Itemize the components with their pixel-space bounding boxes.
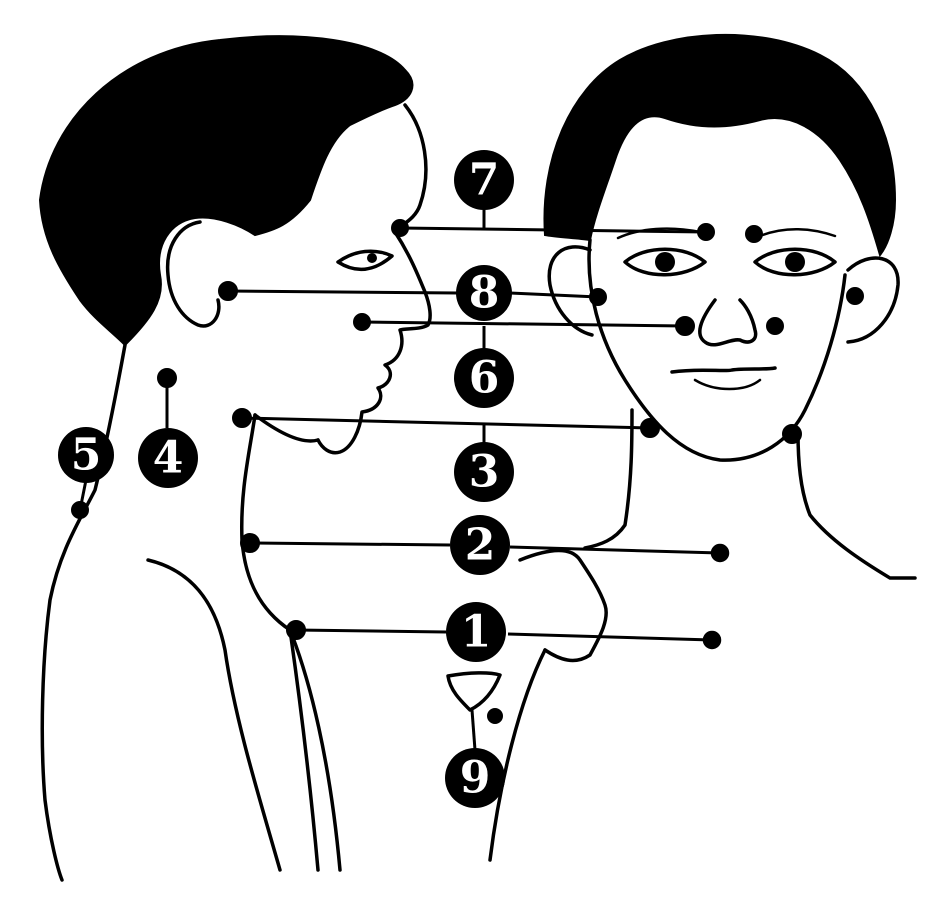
point-8-left bbox=[218, 281, 238, 301]
profile-face-outline bbox=[316, 103, 432, 455]
front-lower-lip bbox=[693, 378, 762, 391]
leader-8-left bbox=[227, 289, 459, 295]
front-face-outline bbox=[587, 238, 847, 462]
badge-7-label: 7 bbox=[469, 155, 500, 206]
front-brow-right bbox=[758, 228, 837, 238]
point-2-right bbox=[710, 543, 730, 563]
badge-5-label: 5 bbox=[71, 430, 102, 481]
front-eye-right bbox=[753, 247, 837, 277]
badge-2-label: 2 bbox=[465, 520, 496, 571]
front-hand bbox=[518, 548, 608, 663]
throat-notch bbox=[446, 671, 502, 712]
front-hair bbox=[543, 33, 897, 258]
badge-4-label: 4 bbox=[153, 433, 184, 484]
leader-1-right bbox=[507, 632, 713, 642]
point-3-right-a bbox=[640, 418, 660, 438]
front-nose bbox=[698, 298, 758, 347]
point-6-right-b bbox=[766, 317, 784, 335]
leader-2-right bbox=[509, 545, 721, 555]
point-3-left bbox=[232, 408, 252, 428]
point-1-right bbox=[702, 630, 722, 650]
badge-8: 8 bbox=[456, 265, 512, 321]
point-7-left bbox=[391, 219, 409, 237]
front-arm bbox=[488, 648, 547, 862]
point-8-right-b bbox=[846, 287, 864, 305]
profile-pupil bbox=[367, 253, 377, 263]
badge-7: 7 bbox=[454, 150, 514, 210]
point-4 bbox=[157, 368, 177, 388]
profile-eye bbox=[336, 249, 394, 272]
badge-9: 9 bbox=[445, 748, 505, 808]
profile-neck-front bbox=[239, 413, 342, 872]
profile-ear bbox=[165, 220, 221, 328]
leader-2-left bbox=[249, 541, 451, 547]
profile-shoulder bbox=[146, 558, 282, 872]
front-mouth bbox=[670, 366, 777, 374]
front-neck-left bbox=[583, 408, 634, 550]
point-1-left bbox=[286, 620, 306, 640]
front-pupil-left bbox=[655, 252, 675, 272]
front-pupil-right bbox=[785, 252, 805, 272]
front-neck-right bbox=[796, 430, 917, 580]
profile-figure bbox=[38, 35, 432, 882]
acupoints bbox=[71, 219, 864, 724]
front-ear-left bbox=[547, 245, 594, 337]
point-3-right-b bbox=[782, 424, 802, 444]
badge-3: 3 bbox=[454, 442, 514, 502]
point-8-right-a bbox=[589, 288, 607, 306]
badge-6-label: 6 bbox=[469, 353, 500, 404]
front-figure bbox=[488, 33, 917, 862]
badge-3-label: 3 bbox=[469, 447, 500, 498]
front-ear-right bbox=[846, 256, 900, 344]
point-7-right-b bbox=[745, 225, 763, 243]
badge-6: 6 bbox=[454, 348, 514, 408]
point-7-right-a bbox=[697, 223, 715, 241]
badge-9-label: 9 bbox=[460, 753, 491, 804]
profile-chest bbox=[288, 628, 320, 872]
point-9 bbox=[487, 708, 503, 724]
badge-2: 2 bbox=[450, 515, 510, 575]
badge-4: 4 bbox=[138, 428, 198, 488]
front-eye-left bbox=[623, 247, 707, 277]
badge-8-label: 8 bbox=[469, 268, 500, 319]
leader-7 bbox=[399, 226, 707, 234]
leader-8-right bbox=[509, 291, 599, 299]
badge-1-label: 1 bbox=[461, 607, 492, 658]
leader-lines bbox=[78, 205, 721, 751]
point-6-right-a bbox=[675, 316, 695, 336]
point-2-left bbox=[240, 533, 260, 553]
badge-1: 1 bbox=[446, 602, 506, 662]
leader-1-left bbox=[295, 628, 447, 634]
profile-neck-back bbox=[40, 343, 127, 882]
leader-9 bbox=[470, 709, 477, 751]
leader-3 bbox=[241, 416, 651, 430]
point-5 bbox=[71, 501, 89, 519]
leader-6 bbox=[361, 320, 686, 328]
badge-5: 5 bbox=[58, 427, 114, 483]
point-6-left bbox=[353, 313, 371, 331]
